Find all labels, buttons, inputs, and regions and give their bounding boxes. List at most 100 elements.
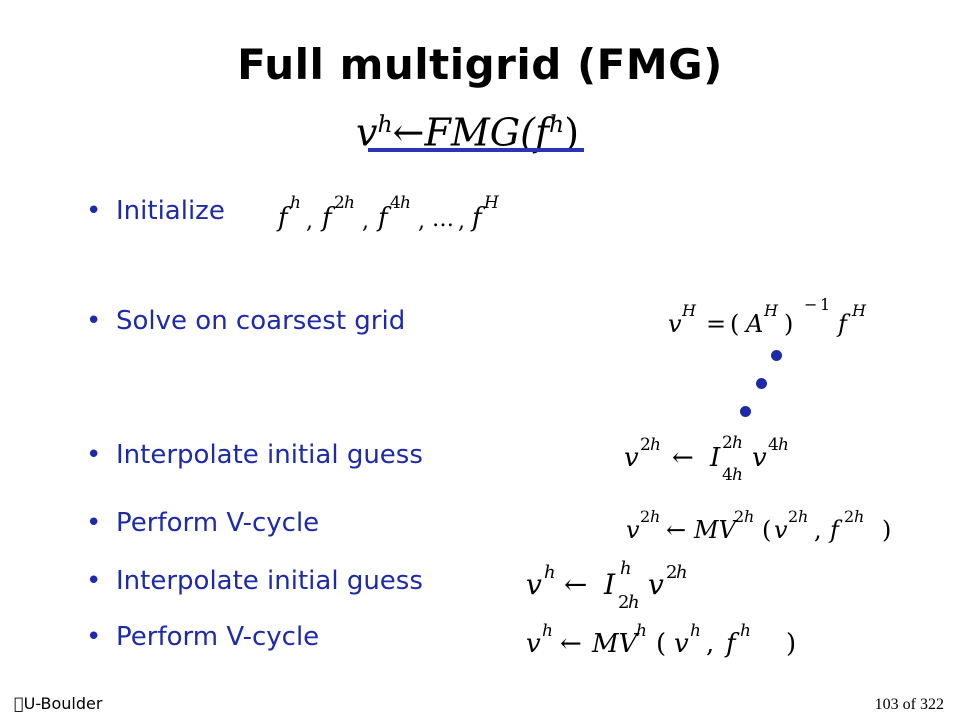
svg-text:v: v (752, 443, 767, 473)
svg-text:,: , (306, 209, 313, 234)
bullet-marker: • (86, 196, 102, 226)
svg-text:h: h (690, 621, 701, 641)
svg-text:2: 2 (844, 507, 854, 526)
svg-text:…: … (432, 207, 454, 232)
svg-text:2: 2 (734, 507, 744, 526)
svg-text:4: 4 (390, 193, 401, 213)
bullet-label: Interpolate initial guess (116, 566, 423, 596)
formula-f: f (534, 110, 550, 155)
svg-text:MV: MV (591, 629, 640, 659)
svg-text:←: ← (564, 568, 587, 601)
slide-title: Full multigrid (FMG) (237, 40, 723, 89)
svg-text:←: ← (672, 443, 694, 473)
svg-text:MV: MV (693, 516, 739, 544)
svg-text:h: h (744, 507, 754, 526)
svg-text:,: , (362, 209, 369, 234)
bullet-initialize: • Initialize (86, 196, 225, 226)
svg-text:h: h (290, 193, 301, 213)
bullet-marker: • (86, 440, 102, 470)
svg-text:←: ← (666, 516, 686, 544)
bullet-label: Solve on coarsest grid (116, 306, 406, 336)
svg-text:h: h (544, 562, 556, 583)
svg-text:): ) (786, 629, 796, 659)
svg-text:−: − (804, 295, 817, 314)
svg-text:H: H (851, 301, 867, 320)
bullet-vcycle-1: •Perform V-cycle (86, 508, 319, 538)
svg-text:I: I (603, 568, 616, 601)
svg-text:,: , (418, 209, 425, 234)
svg-text:1: 1 (820, 295, 830, 314)
svg-text:v: v (526, 568, 542, 601)
svg-text:I: I (709, 443, 721, 473)
bullet-label: Interpolate initial guess (116, 440, 423, 470)
svg-text:v: v (648, 568, 664, 601)
ellipsis-dot-2 (756, 378, 767, 389)
svg-text:h: h (650, 507, 660, 526)
svg-text:h: h (740, 621, 751, 641)
formula-solve: v H = ( A H ) − 1 f H (668, 295, 867, 338)
svg-text:(: ( (656, 629, 666, 659)
formula-interpolate-2: v h ← I h 2h v 2h (526, 558, 688, 612)
svg-text:h: h (628, 592, 640, 612)
svg-text:h: h (854, 507, 864, 526)
svg-text:v: v (626, 516, 640, 544)
subtitle-underline (368, 148, 584, 152)
bullet-marker: • (86, 508, 102, 538)
formula-v: v (356, 110, 378, 155)
svg-text:f: f (828, 516, 843, 544)
svg-text:(: ( (762, 516, 771, 544)
svg-text:4: 4 (768, 435, 779, 455)
svg-text:H: H (681, 301, 697, 320)
svg-text:h: h (650, 435, 661, 455)
svg-text:h: h (676, 562, 688, 583)
bullet-vcycle-2: •Perform V-cycle (86, 622, 319, 652)
bullet-label: Initialize (116, 196, 225, 226)
svg-text:h: h (778, 435, 789, 455)
formula-fn: FMG( (424, 110, 535, 155)
formula-arrow: ← (392, 110, 425, 155)
svg-text:A: A (744, 310, 763, 338)
svg-text:v: v (668, 310, 682, 338)
svg-text:2: 2 (640, 435, 651, 455)
svg-text:h: h (732, 465, 743, 485)
svg-text:2: 2 (666, 562, 677, 583)
svg-text:2: 2 (618, 592, 629, 612)
bullet-label: Perform V-cycle (116, 622, 320, 652)
ellipsis-dot-1 (771, 350, 782, 361)
svg-text:f: f (724, 629, 740, 659)
svg-text:H: H (763, 301, 779, 320)
svg-text:2: 2 (334, 193, 345, 213)
svg-text:,: , (814, 516, 822, 544)
footer-copyright: U-Boulder (14, 694, 102, 713)
formula-v-sup: h (377, 110, 393, 138)
page-number: 103 of 322 (874, 696, 944, 713)
svg-text:): ) (784, 310, 793, 338)
svg-text:H: H (483, 193, 500, 213)
svg-text:h: h (400, 193, 411, 213)
formula-f-sup: h (549, 110, 565, 138)
bullet-interpolate-1: • Interpolate initial guess (86, 440, 423, 470)
svg-text:v: v (774, 516, 788, 544)
ellipsis-dot-3 (740, 406, 751, 417)
svg-text:v: v (624, 443, 639, 473)
svg-text:v: v (674, 629, 689, 659)
svg-text:h: h (542, 621, 553, 641)
formula-close: ) (564, 110, 580, 155)
subtitle-formula: vh←FMG(fh) (356, 110, 579, 155)
svg-text:h: h (636, 621, 647, 641)
svg-text:2: 2 (640, 507, 650, 526)
svg-text:h: h (732, 433, 743, 453)
svg-text:2: 2 (788, 507, 798, 526)
svg-text:f: f (836, 310, 851, 338)
bullet-interpolate-2: •Interpolate initial guess (86, 566, 423, 596)
svg-text:h: h (798, 507, 808, 526)
svg-text:,: , (706, 629, 714, 659)
svg-text:,: , (458, 209, 465, 234)
formula-vcycle-2: v h ← MV h ( v h , f h ) (526, 621, 796, 659)
svg-text:=: = (706, 310, 726, 338)
bullet-solve-coarsest: •Solve on coarsest grid (86, 306, 405, 336)
svg-text:(: ( (730, 310, 739, 338)
svg-text:v: v (526, 629, 541, 659)
